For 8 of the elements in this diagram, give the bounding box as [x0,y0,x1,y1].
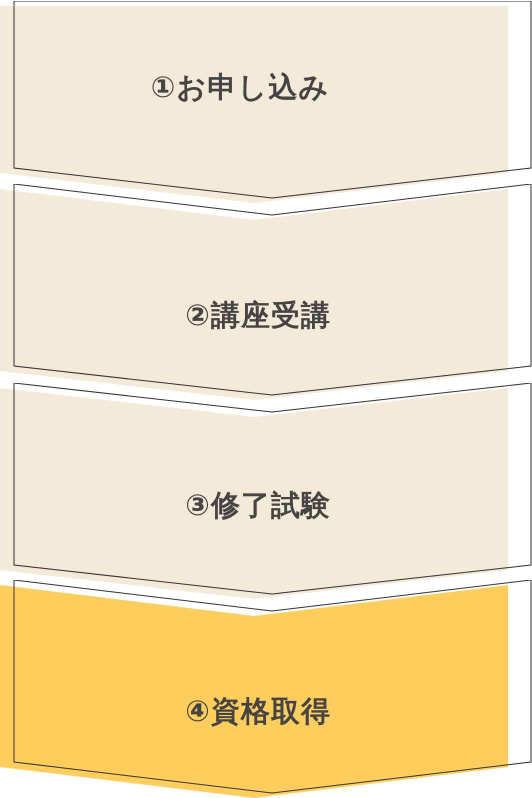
chevron-step [0,580,532,798]
chevron-step [0,383,532,602]
step-label: ①お申し込み [150,69,330,106]
step-label: ③修了試験 [185,487,331,524]
step-label: ②講座受講 [185,297,331,334]
chevron-step [0,184,532,403]
chevron-step [0,1,532,206]
step-label: ④資格取得 [185,693,331,730]
